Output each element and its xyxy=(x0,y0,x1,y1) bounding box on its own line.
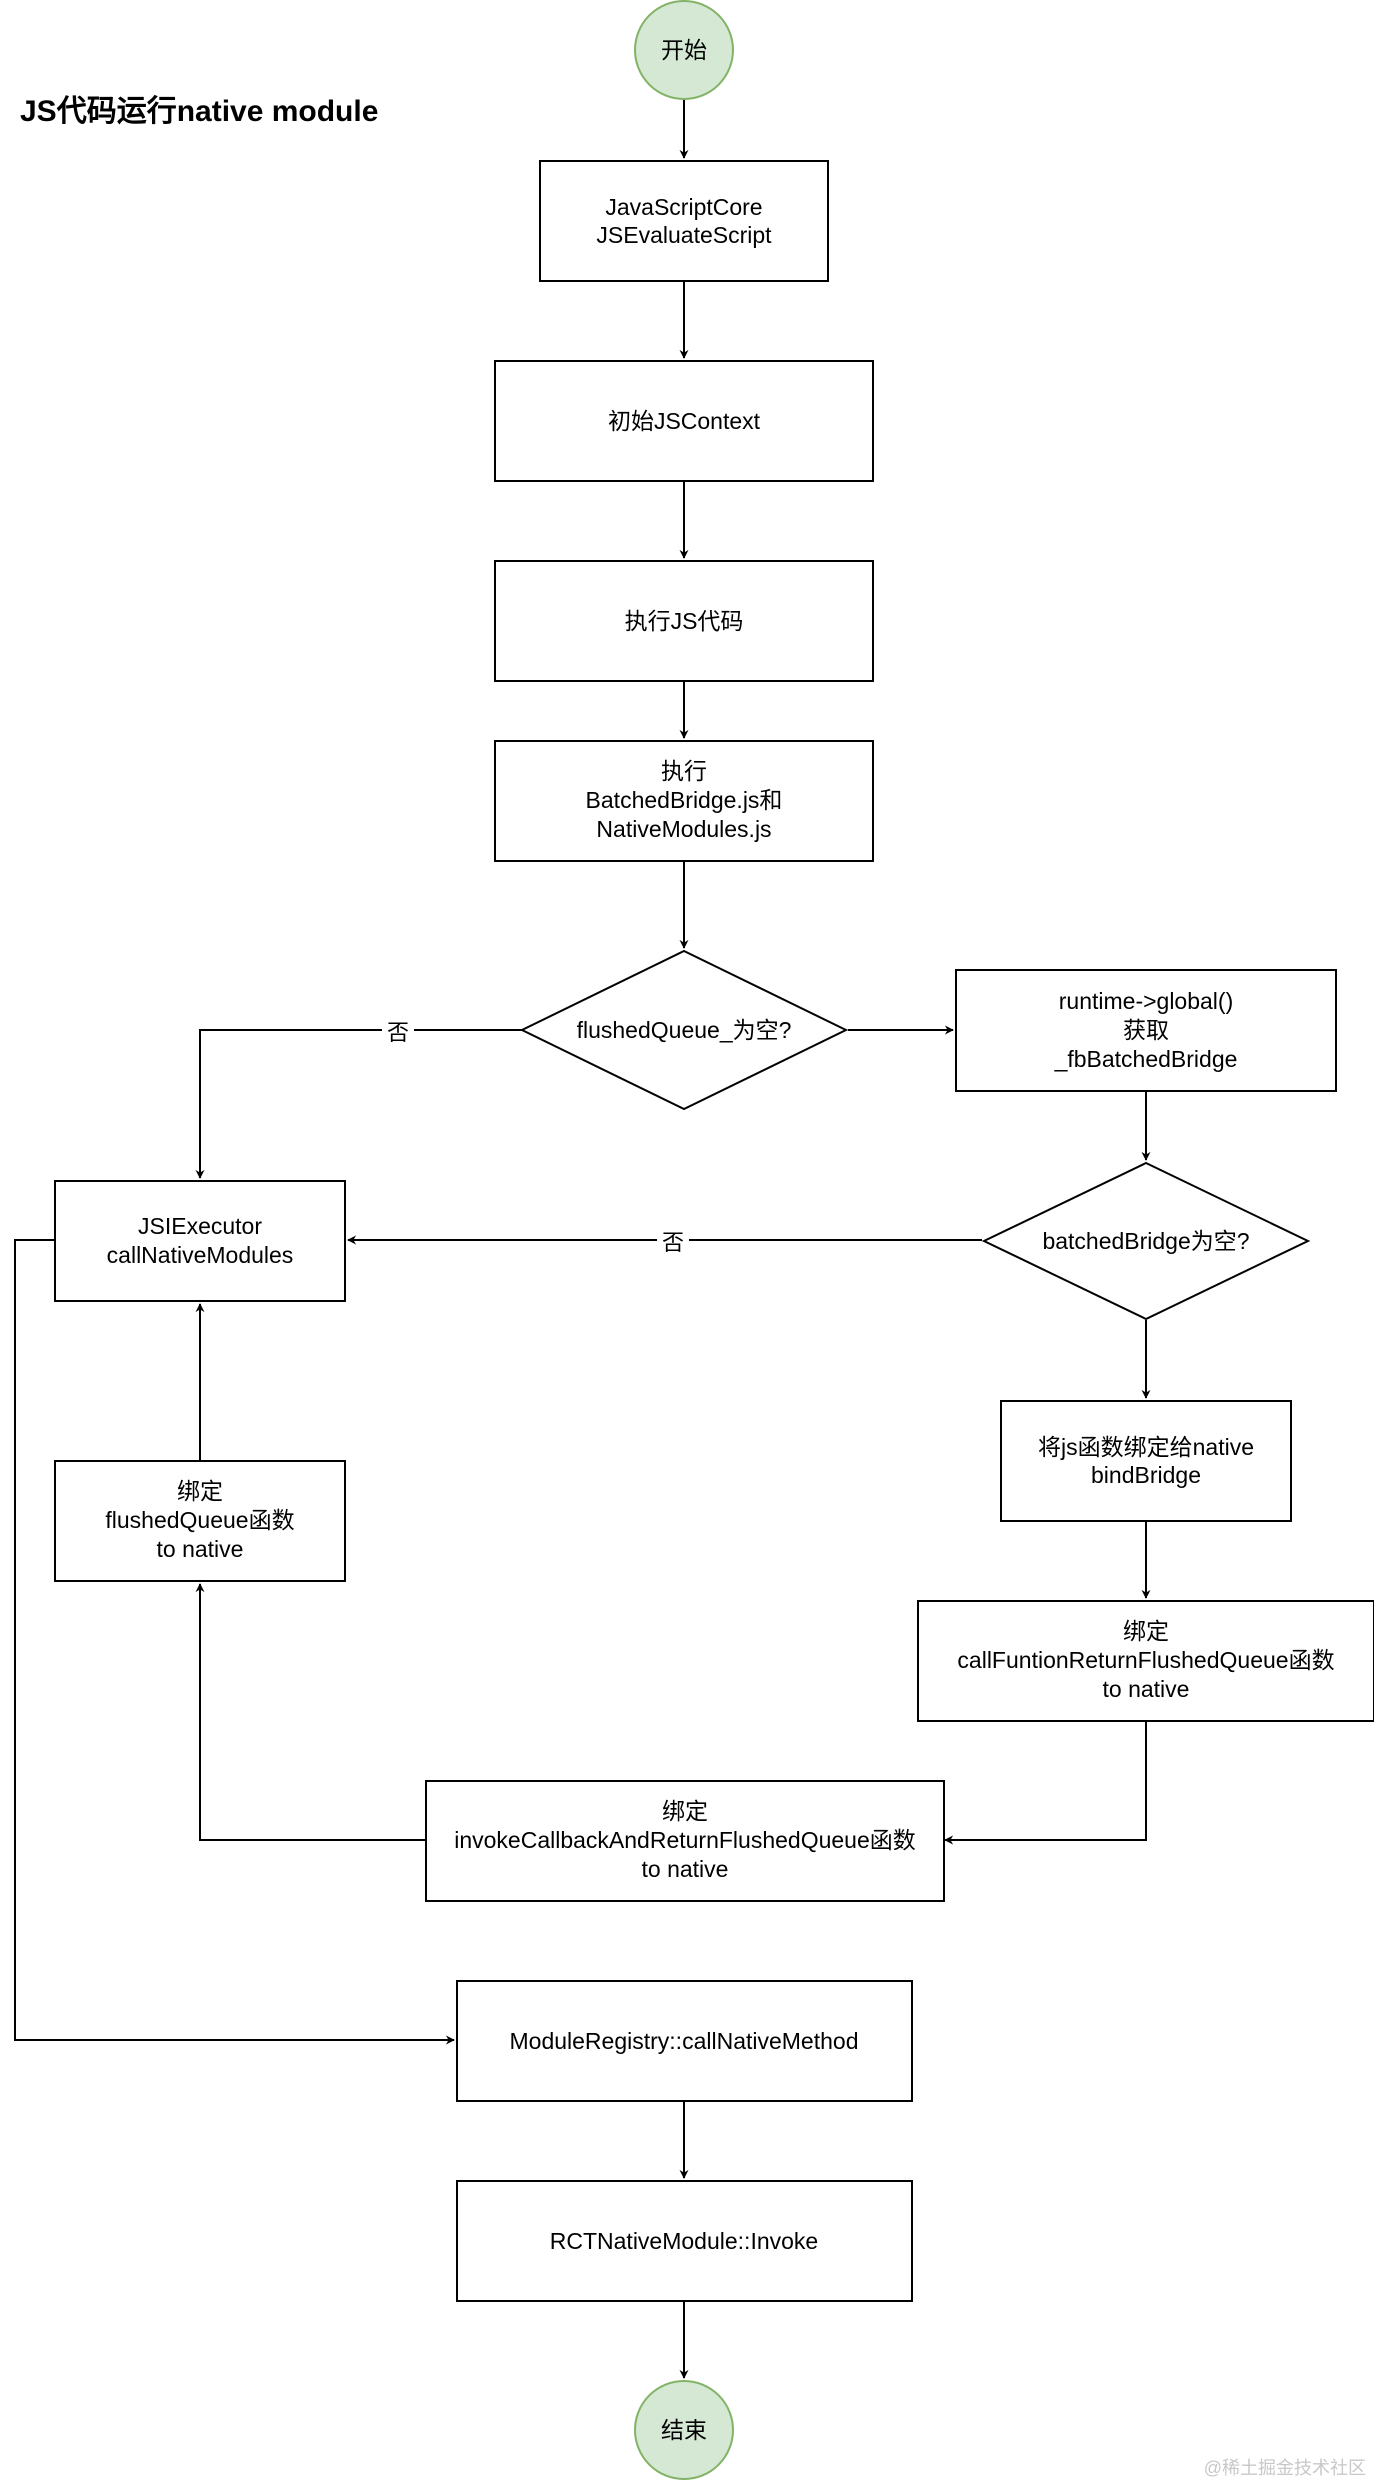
decision-flushedqueue-empty: flushedQueue_为空? xyxy=(519,949,849,1111)
svg-text:ModuleRegistry::callNativeMeth: ModuleRegistry::callNativeMethod xyxy=(510,2028,859,2054)
svg-text:_fbBatchedBridge: _fbBatchedBridge xyxy=(1054,1046,1238,1072)
svg-text:to native: to native xyxy=(157,1536,244,1562)
node-rctnativemodule-invoke: RCTNativeModule::Invoke xyxy=(456,2180,913,2302)
edge-label-bg xyxy=(657,1228,689,1254)
svg-text:flushedQueue函数: flushedQueue函数 xyxy=(105,1507,294,1533)
svg-text:将js函数绑定给native: 将js函数绑定给native xyxy=(1038,1434,1254,1460)
node-bind-callfunction: 绑定 callFuntionReturnFlushedQueue函数 to na… xyxy=(917,1600,1374,1722)
svg-text:to native: to native xyxy=(642,1856,729,1882)
svg-text:flushedQueue_为空?: flushedQueue_为空? xyxy=(577,1017,792,1043)
edge-jsi-executor-module-registry xyxy=(14,1239,455,2045)
svg-text:执行JS代码: 执行JS代码 xyxy=(625,608,744,634)
node-end: 结束 xyxy=(634,2380,734,2480)
node-runtime-global: runtime->global() 获取 _fbBatchedBridge xyxy=(955,969,1337,1092)
watermark: @稀土掘金技术社区 xyxy=(1204,2458,1366,2478)
node-exec-batchedbridge: 执行 BatchedBridge.js和 NativeModules.js xyxy=(494,740,874,862)
svg-text:JSIExecutor: JSIExecutor xyxy=(138,1213,262,1239)
diagram-title: JS代码运行native module xyxy=(20,95,378,128)
node-init-jscontext: 初始JSContext xyxy=(494,360,874,482)
decision-batchedbridge-empty: batchedBridge为空? xyxy=(981,1161,1311,1321)
svg-text:batchedBridge为空?: batchedBridge为空? xyxy=(1042,1228,1249,1254)
svg-text:to native: to native xyxy=(1103,1676,1190,1702)
edge-label-bg xyxy=(382,1018,414,1044)
svg-text:RCTNativeModule::Invoke: RCTNativeModule::Invoke xyxy=(550,2228,818,2254)
edge-flushed-empty-jsi-executor xyxy=(195,1029,522,1179)
node-start: 开始 xyxy=(634,0,734,100)
svg-text:callFuntionReturnFlushedQueue函: callFuntionReturnFlushedQueue函数 xyxy=(957,1647,1334,1673)
node-jsiexecutor: JSIExecutor callNativeModules xyxy=(54,1180,346,1302)
node-exec-js: 执行JS代码 xyxy=(494,560,874,682)
svg-text:获取: 获取 xyxy=(1123,1017,1169,1043)
svg-text:初始JSContext: 初始JSContext xyxy=(608,408,761,434)
node-bind-invokecallback: 绑定 invokeCallbackAndReturnFlushedQueue函数… xyxy=(425,1780,945,1902)
svg-text:callNativeModules: callNativeModules xyxy=(107,1242,294,1268)
svg-text:执行: 执行 xyxy=(661,758,707,784)
node-bind-flushedqueue: 绑定 flushedQueue函数 to native xyxy=(54,1460,346,1582)
svg-text:runtime->global(): runtime->global() xyxy=(1059,988,1234,1014)
svg-text:绑定: 绑定 xyxy=(177,1478,223,1504)
svg-text:绑定: 绑定 xyxy=(662,1798,708,1824)
edge-bind-call-function-bind-invoke-callback xyxy=(944,1722,1147,1845)
edge-label-no: 否 xyxy=(387,1020,409,1045)
svg-text:JavaScriptCore: JavaScriptCore xyxy=(605,194,762,220)
svg-text:开始: 开始 xyxy=(661,37,707,63)
svg-text:NativeModules.js: NativeModules.js xyxy=(596,816,771,842)
edge-bind-invoke-callback-bind-flushed xyxy=(195,1583,425,1841)
svg-text:绑定: 绑定 xyxy=(1123,1618,1169,1644)
svg-text:invokeCallbackAndReturnFlushed: invokeCallbackAndReturnFlushedQueue函数 xyxy=(454,1827,916,1853)
edge-label-no: 否 xyxy=(662,1230,684,1255)
svg-text:bindBridge: bindBridge xyxy=(1091,1462,1201,1488)
svg-text:结束: 结束 xyxy=(661,2417,707,2443)
node-moduleregistry: ModuleRegistry::callNativeMethod xyxy=(456,1980,913,2102)
node-javascriptcore: JavaScriptCore JSEvaluateScript xyxy=(539,160,829,282)
node-bind-bridge: 将js函数绑定给native bindBridge xyxy=(1000,1400,1292,1522)
svg-text:JSEvaluateScript: JSEvaluateScript xyxy=(596,222,772,248)
svg-text:BatchedBridge.js和: BatchedBridge.js和 xyxy=(586,787,783,813)
